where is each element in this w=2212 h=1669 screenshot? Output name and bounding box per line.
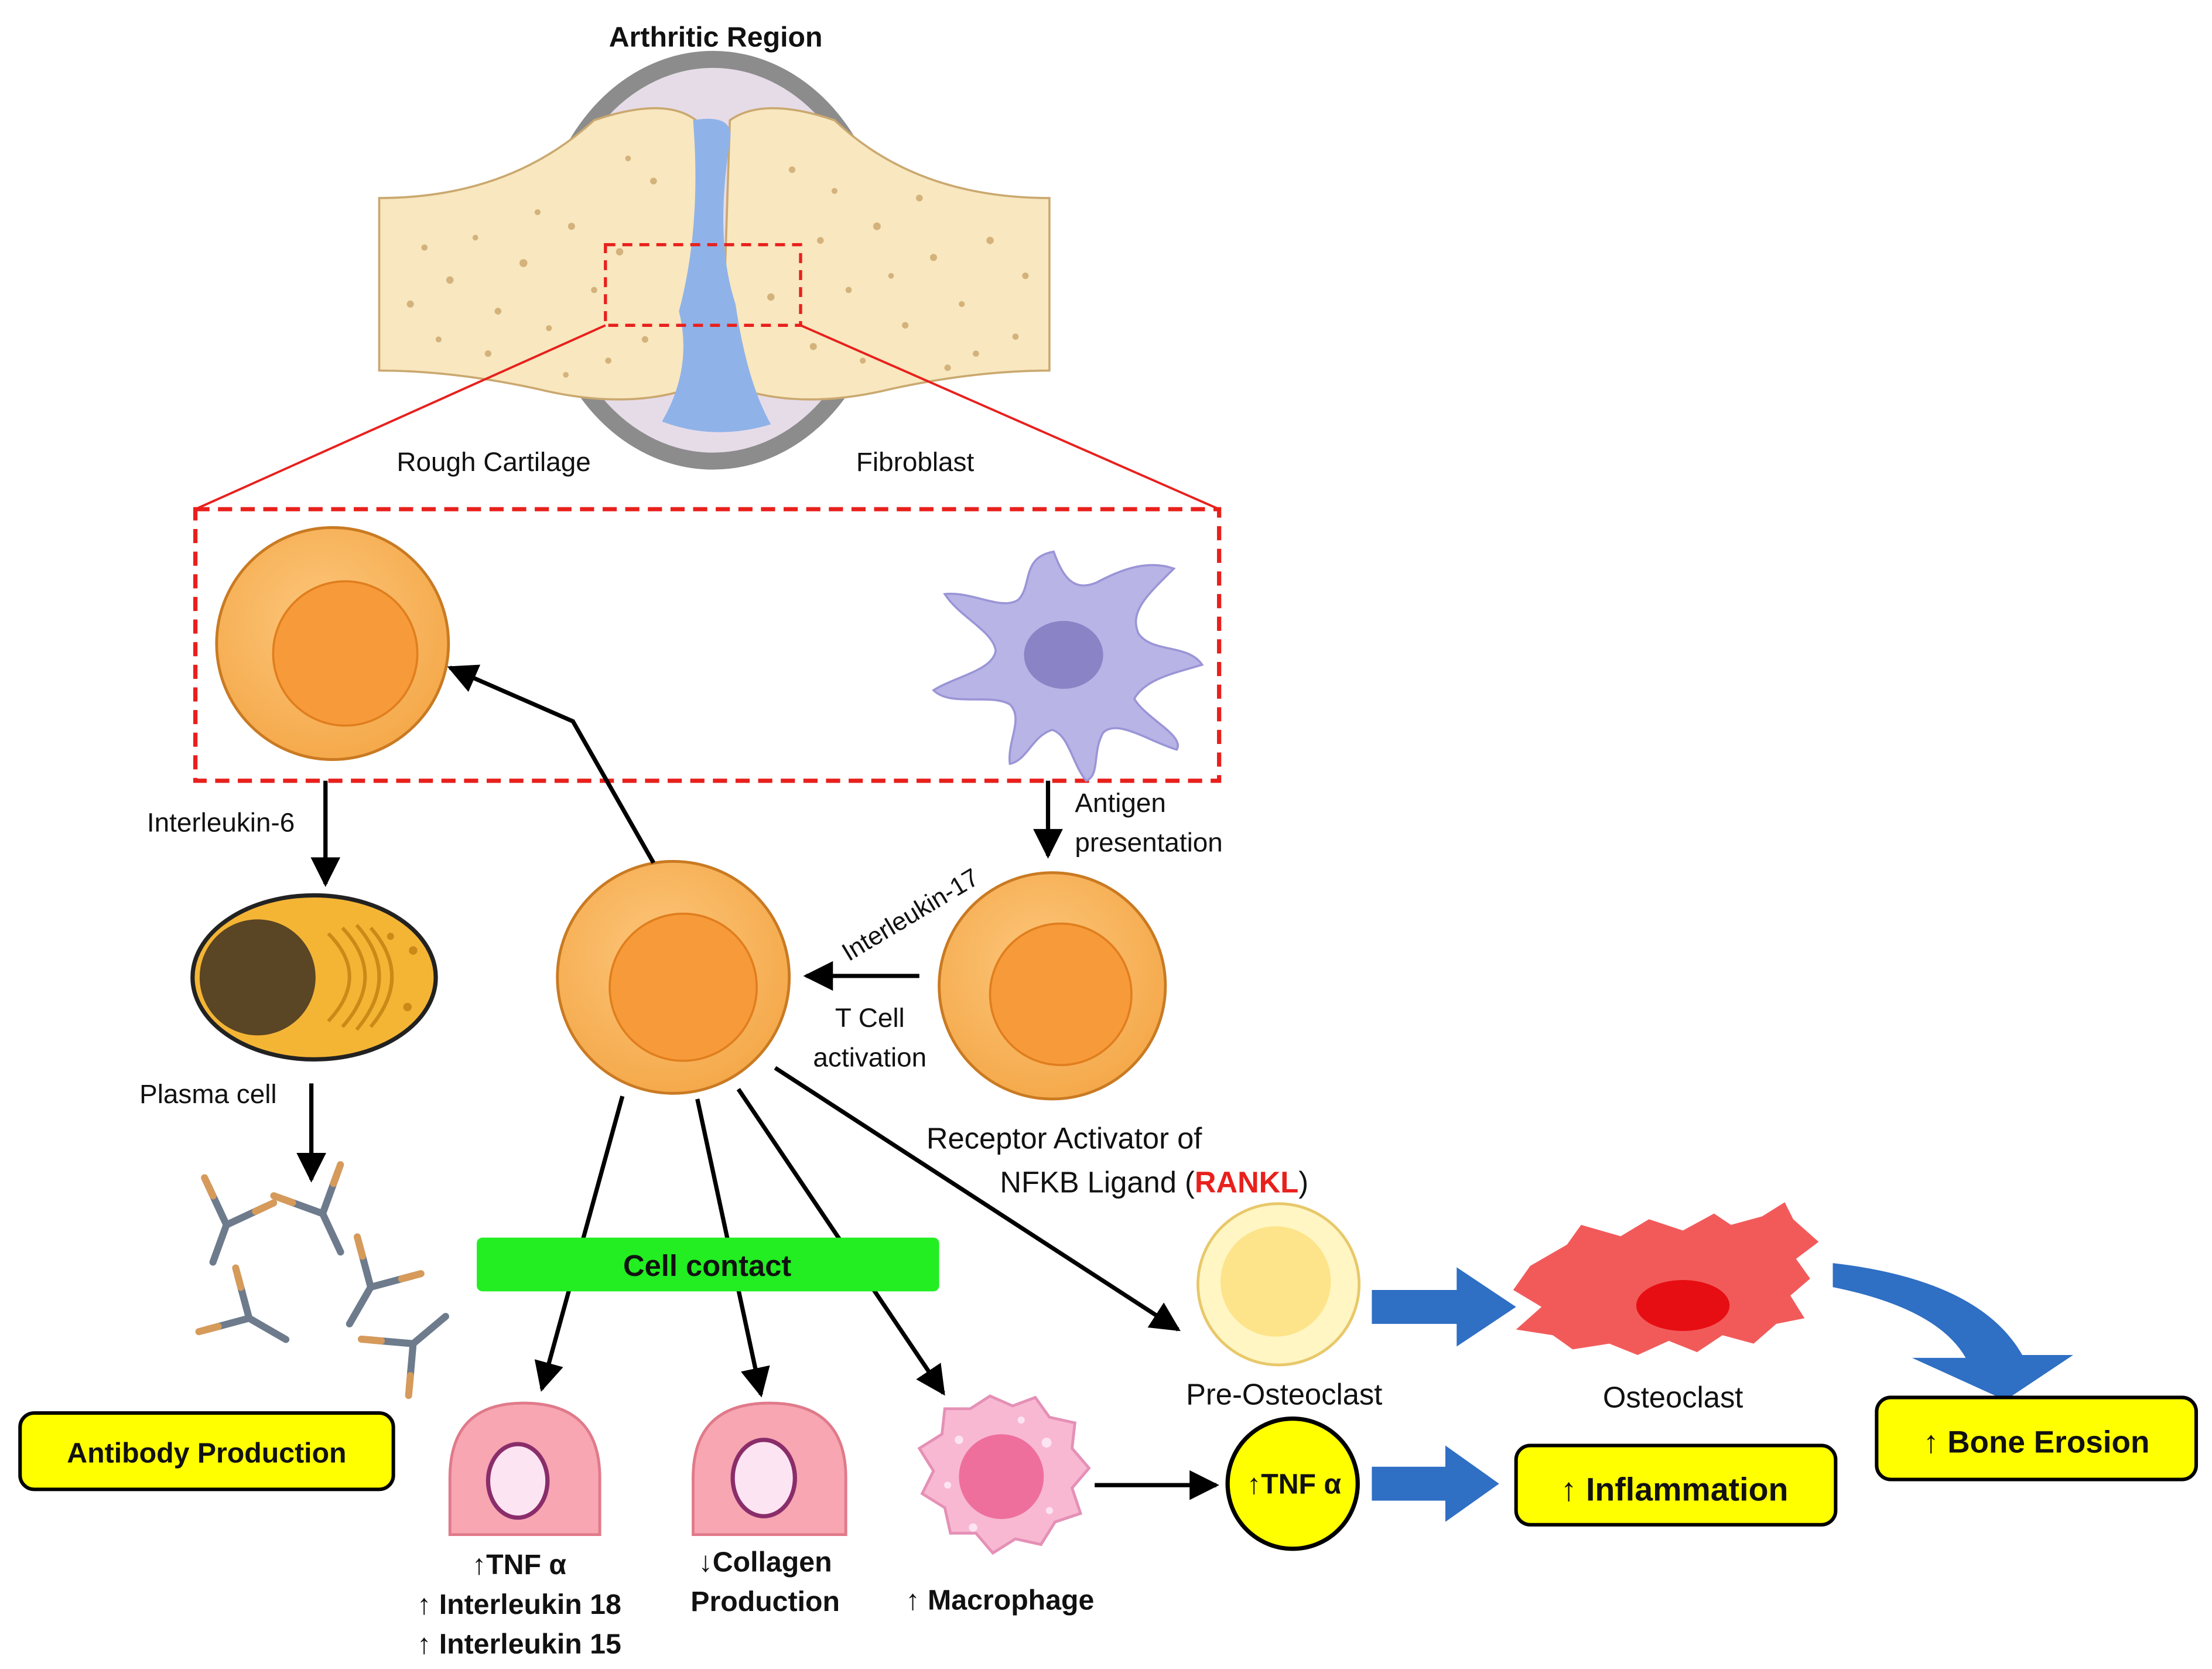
cell-contact-label: Cell contact [623, 1249, 791, 1282]
inflammation-label: ↑ Inflammation [1561, 1472, 1789, 1508]
dendritic-cell [932, 550, 1204, 782]
collagen-cell [692, 1401, 847, 1537]
macrophage-cell [917, 1394, 1091, 1555]
macrophage-label: ↑ Macrophage [905, 1585, 1094, 1616]
tnf-label-line2: ↑ Interleukin 18 [417, 1589, 621, 1620]
diagram-title: Arthritic Region [609, 22, 823, 53]
bone-erosion-label: ↑ Bone Erosion [1923, 1425, 2150, 1460]
right-t-cell [938, 871, 1167, 1101]
collagen-label-line2: Production [690, 1586, 840, 1617]
joint-illustration [378, 50, 1051, 470]
cell-contact-box: Cell contact [477, 1237, 939, 1292]
antibody-production-box: Antibody Production [18, 1411, 395, 1491]
tnf-producing-cell [448, 1401, 601, 1537]
bone-erosion-box: ↑ Bone Erosion [1875, 1395, 2199, 1482]
activation-arrow-up [447, 664, 656, 864]
synovial-cell [215, 526, 450, 761]
plasma-cell-label: Plasma cell [139, 1078, 276, 1109]
blue-arrow-to-osteoclast [1372, 1267, 1516, 1347]
zoom-line-left [194, 324, 606, 510]
interleukin-6-label: Interleukin-6 [147, 807, 295, 838]
collagen-label-line1: ↓Collagen [699, 1546, 832, 1578]
zoom-line-right [800, 324, 1220, 510]
tnf-circle-label: ↑TNF α [1247, 1469, 1341, 1500]
rankl-label-line2: NFKB Ligand (RANKL) [1000, 1165, 1308, 1199]
pre-osteoclast-label: Pre-Osteoclast [1186, 1378, 1382, 1411]
t-cell-activation-label-2: activation [813, 1042, 926, 1072]
tnf-label-line1: ↑TNF α [472, 1549, 566, 1581]
antibodies-icon [195, 1161, 449, 1400]
arrow-to-pre-osteoclast [774, 1066, 1181, 1332]
tnf-circle: ↑TNF α [1225, 1417, 1360, 1551]
fibroblast-label: Fibroblast [856, 446, 975, 477]
osteoclast-cell [1513, 1202, 1819, 1356]
antigen-label-2: presentation [1075, 827, 1222, 857]
pre-osteoclast-cell [1196, 1202, 1361, 1367]
t-cell-activation-label-1: T Cell [835, 1002, 905, 1033]
tnf-label-line3: ↑ Interleukin 15 [417, 1628, 621, 1660]
blue-arrow-to-inflammation [1372, 1445, 1499, 1522]
plasma-cell [190, 893, 438, 1062]
osteoclast-label: Osteoclast [1603, 1380, 1743, 1414]
antibody-production-label: Antibody Production [67, 1437, 346, 1469]
blue-arrow-to-bone-erosion [1832, 1263, 2073, 1401]
antigen-label-1: Antigen [1075, 787, 1166, 818]
rough-cartilage-label: Rough Cartilage [396, 446, 590, 477]
central-t-cell [556, 859, 791, 1095]
rankl-label-line1: Receptor Activator of [926, 1121, 1202, 1155]
inflammation-box: ↑ Inflammation [1514, 1443, 1838, 1527]
